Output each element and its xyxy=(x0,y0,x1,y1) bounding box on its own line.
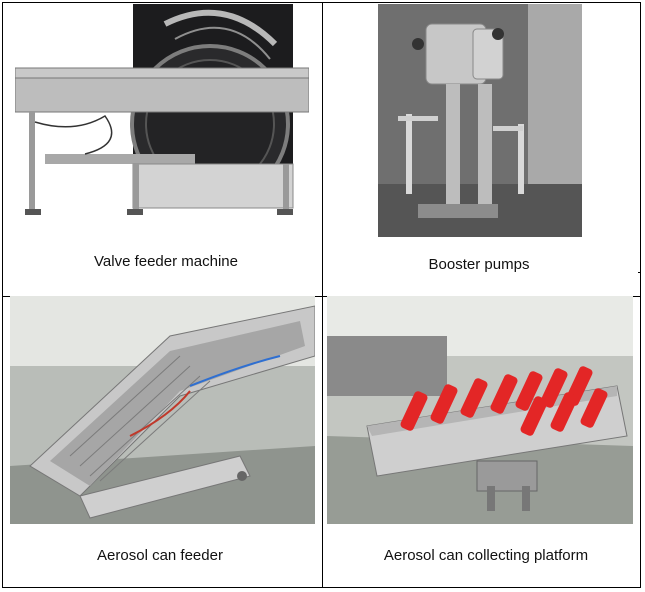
booster-pumps-caption: Booster pumps xyxy=(428,256,530,273)
valve-feeder-machine-caption: Valve feeder machine xyxy=(94,253,238,270)
aerosol-can-feeder-photo xyxy=(10,296,315,524)
aerosol-can-collecting-platform-photo xyxy=(327,296,633,524)
valve-feeder-machine-photo xyxy=(15,4,309,226)
row-divider xyxy=(3,296,640,297)
aerosol-can-feeder-caption: Aerosol can feeder xyxy=(97,547,223,564)
table-tick-mark xyxy=(638,272,641,273)
column-divider xyxy=(322,3,323,587)
aerosol-can-collecting-platform-caption: Aerosol can collecting platform xyxy=(383,547,589,564)
booster-pumps-photo xyxy=(378,4,582,237)
